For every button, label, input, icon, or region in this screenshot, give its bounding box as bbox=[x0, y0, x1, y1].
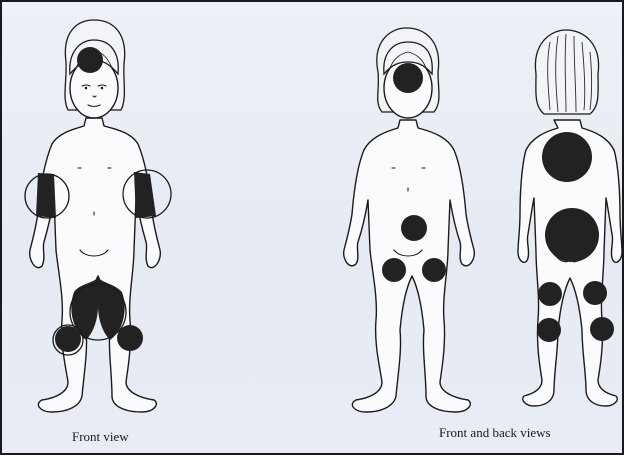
marked-area-right-upper-arm bbox=[134, 172, 156, 218]
marked-area-left-upper-arm bbox=[36, 173, 56, 218]
marked-area-head bbox=[77, 47, 103, 73]
body-outline bbox=[344, 120, 475, 412]
marked-area-left-thigh bbox=[382, 258, 406, 282]
marked-area-right-knee bbox=[117, 325, 143, 351]
marked-area-back-right-thigh bbox=[583, 281, 607, 305]
child-figure-front bbox=[344, 28, 475, 412]
caption-front-and-back-views: Front and back views bbox=[439, 425, 551, 441]
child-figure-back-view bbox=[518, 30, 622, 406]
hair-back bbox=[535, 30, 598, 114]
marked-area-genital bbox=[401, 215, 427, 241]
marked-area-mouth bbox=[393, 63, 423, 93]
caption-front-view: Front view bbox=[72, 429, 129, 445]
marked-area-back-right-calf bbox=[590, 317, 614, 341]
marked-area-back-left-thigh bbox=[538, 282, 562, 306]
body-outline bbox=[30, 118, 161, 412]
marked-area-back-left-calf bbox=[537, 318, 561, 342]
marked-area-right-thigh bbox=[422, 258, 446, 282]
marked-area-left-knee bbox=[55, 326, 81, 352]
marked-area-upper-back bbox=[542, 132, 592, 182]
marked-area-buttocks bbox=[545, 208, 599, 262]
child-figure-front-view bbox=[25, 20, 171, 412]
